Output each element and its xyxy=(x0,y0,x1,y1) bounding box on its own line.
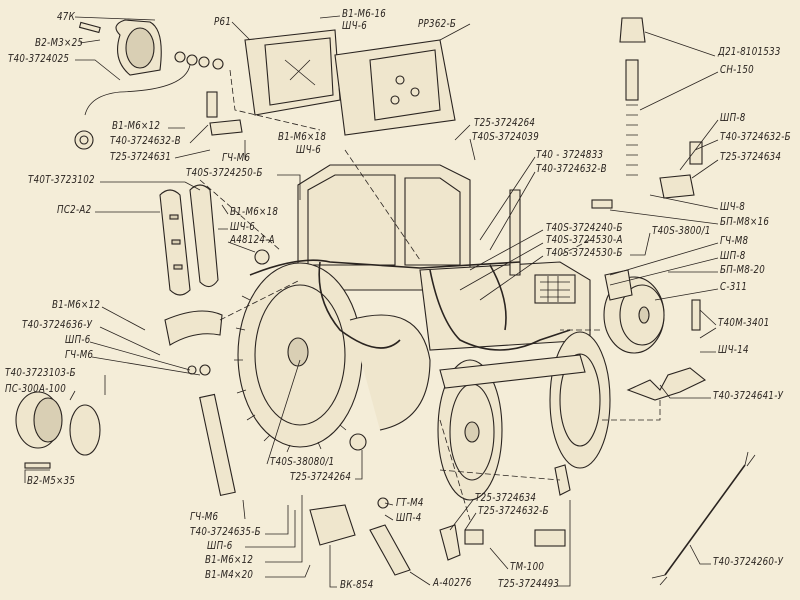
leader-lines xyxy=(24,15,719,588)
part-label: В1-М6×12 xyxy=(112,120,161,132)
part-label: А-40276 xyxy=(433,577,472,589)
spark-plug-part xyxy=(591,17,703,209)
part-label: ШП-6 xyxy=(207,540,233,552)
part-label: ГЧ-М6 xyxy=(190,511,219,523)
part-label: ГЧ-М8 xyxy=(720,235,749,247)
wire-t40-3724260-u xyxy=(651,451,756,586)
part-label: Т40S-3724039 xyxy=(472,131,540,143)
part-label: ШП-6 xyxy=(65,334,91,346)
part-label: А48124-А xyxy=(230,234,275,246)
part-label: Т40S-38080/1 xyxy=(270,456,335,468)
relay-r61 xyxy=(244,29,341,116)
headlight-shield xyxy=(164,310,223,376)
part-label: Д21-8101533 xyxy=(718,46,781,58)
part-label: ШП-8 xyxy=(720,250,746,262)
front-axle xyxy=(439,354,586,389)
part-label: Т40-3724025 xyxy=(8,53,70,65)
part-label: В1-М6×12 xyxy=(52,299,101,311)
part-label: Т25-3724631 xyxy=(110,151,172,163)
part-label: ТМ-100 xyxy=(510,561,545,573)
part-label: В2-М5×35 xyxy=(27,475,76,487)
part-label: Т40S-3724530-А xyxy=(546,234,623,246)
horn-c311 xyxy=(603,269,707,401)
sensor-tm-100 xyxy=(439,464,571,561)
part-label: Т25-3724632-Б xyxy=(478,505,549,517)
part-label: БП-М8-20 xyxy=(720,264,766,276)
part-label: ШЧ-6 xyxy=(296,144,322,156)
plates-ps2-a2 xyxy=(159,184,270,296)
part-label: В1-М6×12 xyxy=(205,554,254,566)
tractor-cab xyxy=(297,164,471,291)
part-label: ШЧ-14 xyxy=(718,344,749,356)
part-label: Т40S-3800/1 xyxy=(652,225,711,237)
rear-wheel-right xyxy=(349,314,431,431)
socket-ps-300a-100 xyxy=(15,391,101,469)
part-label: Т25-3724493 xyxy=(498,578,560,590)
part-label: Т25-3724634 xyxy=(720,151,782,163)
part-label: В1-М6×18 xyxy=(278,131,327,143)
part-label: Т40-3724636-У xyxy=(22,319,93,331)
part-label: Т40М-3401 xyxy=(718,317,770,329)
part-label: Т40-3724635-Б xyxy=(190,526,261,538)
part-label: В2-М3×25 xyxy=(35,37,84,49)
part-label: Т25-3724264 xyxy=(474,117,536,129)
part-label: Т25-3724264 xyxy=(290,471,352,483)
part-label: ШЧ-8 xyxy=(720,201,746,213)
part-label: Т25-3724634 xyxy=(475,492,537,504)
part-label: ГЧ-М6 xyxy=(222,152,251,164)
part-label: Т40-3724260-У xyxy=(713,556,784,568)
part-label: Т40-3724641-У xyxy=(713,390,784,402)
part-label: Т40S-3724530-Б xyxy=(546,247,623,259)
part-label: Т40-3724632-В xyxy=(110,135,181,147)
part-label: ВК-854 xyxy=(340,579,374,591)
part-label: Т40-3723103-Б xyxy=(5,367,76,379)
part-label: Р61 xyxy=(214,16,232,28)
front-wheel-right xyxy=(549,331,611,469)
front-wheel-left xyxy=(437,359,503,501)
part-label: В1-М6-16 xyxy=(342,8,387,20)
part-label: ШЧ-6 xyxy=(230,221,256,233)
part-label: БП-М8×16 xyxy=(720,216,770,228)
bracket-t25-3724631 xyxy=(206,91,243,136)
part-label: ПС2-А2 xyxy=(57,204,92,216)
switch-vk-854 xyxy=(199,393,411,576)
part-label: 47К xyxy=(57,11,76,23)
regulator-rr362b xyxy=(334,39,456,136)
connector-47k xyxy=(74,19,224,150)
part-label: РР362-Б xyxy=(418,18,457,30)
part-label: В1-М6×18 xyxy=(230,206,279,218)
part-label: Т40-3724632-В xyxy=(536,163,607,175)
part-label: Т40Т-3723102 xyxy=(28,174,95,186)
part-label: С-311 xyxy=(720,281,748,293)
part-label: Т40S-3724240-Б xyxy=(546,222,623,234)
part-label: ГЧ-М6 xyxy=(65,349,94,361)
part-label: Т40-3724632-Б xyxy=(720,131,791,143)
part-label: Т40S-3724250-Б xyxy=(186,167,263,179)
part-label: ШП-8 xyxy=(720,112,746,124)
part-label: СН-150 xyxy=(720,64,754,76)
part-label: ШП-4 xyxy=(396,512,422,524)
part-label: ПС-300А-100 xyxy=(5,383,67,395)
part-label: ГТ-М4 xyxy=(396,497,424,509)
rear-wheel xyxy=(234,262,363,453)
part-label: Т40 - 3724833 xyxy=(536,149,604,161)
part-label: В1-М4×20 xyxy=(205,569,254,581)
part-label: ШЧ-6 xyxy=(342,20,368,32)
